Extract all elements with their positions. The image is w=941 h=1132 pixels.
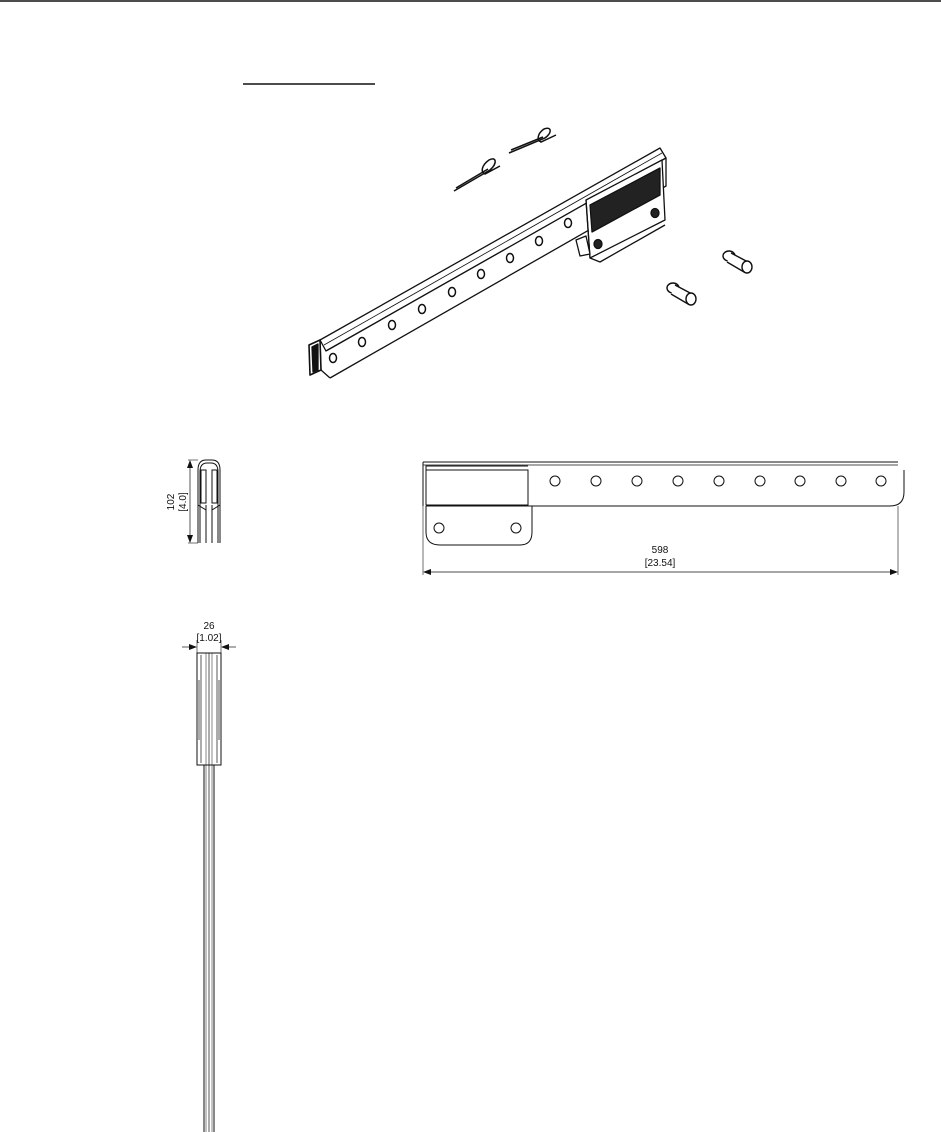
height-dim-in: [4.0] [178, 492, 189, 512]
clevis-pin [667, 283, 696, 305]
isometric-view [309, 148, 666, 378]
hair-pin-clip [454, 159, 500, 191]
hair-pin-clip [509, 128, 556, 153]
top-view [182, 640, 236, 1132]
width-dim-in: [1.02] [196, 633, 221, 644]
clevis-pin [723, 251, 752, 273]
length-dim-in: [23.54] [645, 558, 676, 569]
width-dim-mm: 26 [203, 621, 215, 632]
side-view [188, 460, 220, 543]
height-dim-mm: 102 [166, 493, 177, 510]
length-dim-mm: 598 [652, 545, 669, 556]
